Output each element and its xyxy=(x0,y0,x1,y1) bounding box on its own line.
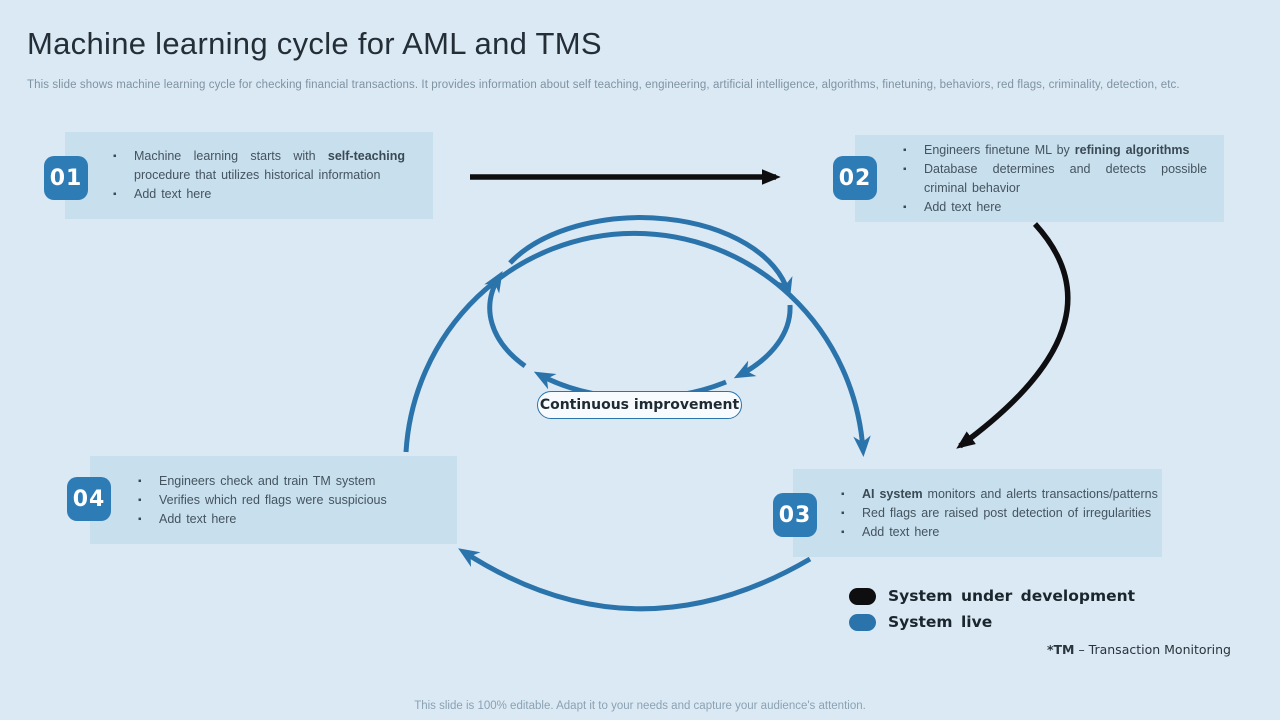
legend-label: System live xyxy=(888,613,993,631)
step-number-badge-04: 04 xyxy=(67,477,111,521)
step-box-02: Engineers finetune ML by refining algori… xyxy=(855,135,1224,222)
editable-note: This slide is 100% editable. Adapt it to… xyxy=(414,700,866,712)
inner-cycle-arc-right xyxy=(733,304,793,379)
bullet-item: Engineers check and train TM system xyxy=(126,472,442,491)
legend-item-system-under-development: System under development xyxy=(849,587,1135,605)
legend-swatch-black xyxy=(849,587,876,605)
step-02-bullet-list: Engineers finetune ML by refining algori… xyxy=(891,141,1207,217)
outer-cycle-arc-top xyxy=(403,230,871,457)
legend: System under development System live xyxy=(849,587,1135,639)
tm-footnote: *TM – Transaction Monitoring xyxy=(1047,642,1231,657)
step-box-01: Machine learning starts with self-teachi… xyxy=(65,132,433,219)
bullet-item: AI system monitors and alerts transactio… xyxy=(829,485,1162,504)
step-03-bullet-list: AI system monitors and alerts transactio… xyxy=(829,485,1162,542)
black-curved-arrow-step2-to-step3 xyxy=(956,222,1071,449)
step-number-badge-03: 03 xyxy=(773,493,817,537)
inner-cycle-arc-top xyxy=(508,215,793,299)
bullet-item: Database determines and detects possible… xyxy=(891,160,1207,198)
legend-label: System under development xyxy=(888,587,1136,605)
step-01-bullet-list: Machine learning starts with self-teachi… xyxy=(101,147,405,204)
legend-swatch-blue xyxy=(849,613,876,631)
bullet-item: Add text here xyxy=(829,523,1162,542)
continuous-improvement-label: Continuous improvement xyxy=(537,391,742,419)
bullet-item: Add text here xyxy=(891,198,1207,217)
step-box-03: AI system monitors and alerts transactio… xyxy=(793,469,1162,557)
step-number-badge-01: 01 xyxy=(44,156,88,200)
bullet-item: Verifies which red flags were suspicious xyxy=(126,491,442,510)
slide-subtitle: This slide shows machine learning cycle … xyxy=(27,79,1180,91)
outer-cycle-arc-bottom xyxy=(458,548,812,612)
step-number-badge-02: 02 xyxy=(833,156,877,200)
bullet-item: Machine learning starts with self-teachi… xyxy=(101,147,405,185)
inner-cycle-arc-left xyxy=(484,271,527,369)
step-04-bullet-list: Engineers check and train TM systemVerif… xyxy=(126,472,442,529)
page-title: Machine learning cycle for AML and TMS xyxy=(27,26,602,61)
bullet-item: Red flags are raised post detection of i… xyxy=(829,504,1162,523)
bullet-item: Engineers finetune ML by refining algori… xyxy=(891,141,1207,160)
bullet-item: Add text here xyxy=(101,185,405,204)
legend-item-system-live: System live xyxy=(849,613,1135,631)
tm-abbr: *TM xyxy=(1046,642,1075,657)
step-box-04: Engineers check and train TM systemVerif… xyxy=(90,456,457,544)
tm-definition: – Transaction Monitoring xyxy=(1074,642,1231,657)
bullet-item: Add text here xyxy=(126,510,442,529)
